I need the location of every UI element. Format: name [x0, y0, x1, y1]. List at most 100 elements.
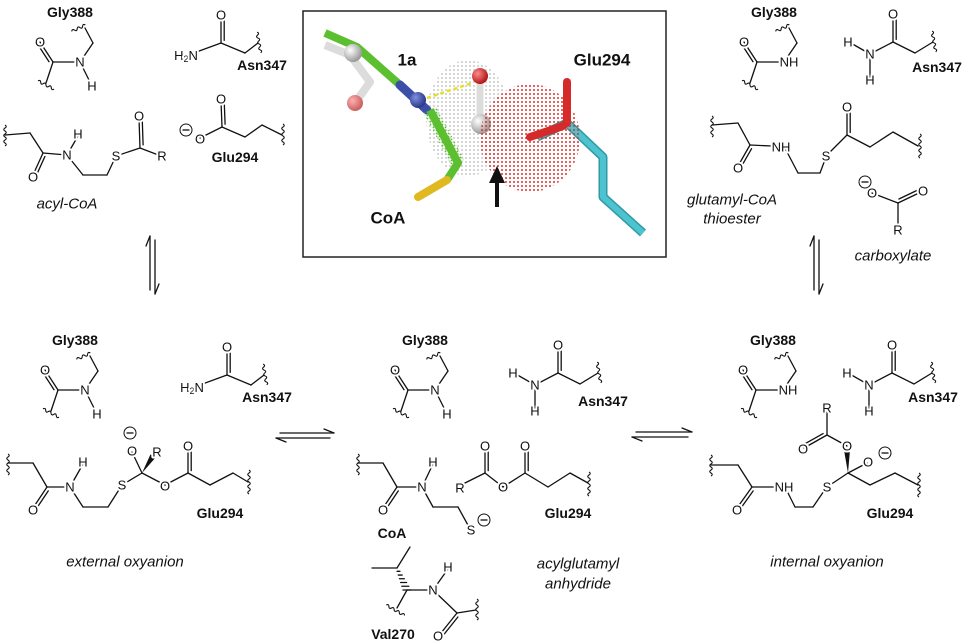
atom-label-h: H	[842, 366, 851, 381]
wavy-bond-truncation	[262, 363, 269, 386]
atom-label-o: O	[520, 439, 530, 454]
wavy-bond-truncation	[475, 598, 479, 621]
bond	[226, 374, 252, 386]
atom-label-o: O	[553, 338, 563, 353]
bond	[121, 472, 143, 486]
bond	[819, 156, 827, 174]
structure-inset-panel: 1a Glu294 CoA	[302, 10, 667, 258]
double-bond	[36, 43, 50, 63]
bond	[29, 132, 44, 154]
species-external-oxyanion: external oxyanion	[66, 554, 184, 571]
bond	[221, 126, 246, 138]
atom-label-o: O	[378, 503, 388, 518]
bond	[400, 389, 409, 412]
bond	[439, 355, 449, 372]
bond	[847, 472, 871, 486]
double-bond	[801, 432, 824, 446]
atom-label-h: H	[843, 35, 852, 50]
wedge-bond	[844, 449, 850, 473]
label-asn347: Asn347	[908, 389, 958, 405]
atom-label-o: O	[738, 363, 748, 378]
bond	[897, 191, 922, 204]
bond	[440, 612, 458, 634]
atom-label-o: O	[498, 480, 508, 495]
atom-label-o: O	[28, 170, 38, 185]
bond	[894, 472, 919, 486]
double-bond	[391, 371, 405, 391]
bond	[457, 506, 470, 528]
bond	[115, 147, 141, 157]
label-asn347: Asn347	[912, 59, 962, 75]
bond	[44, 369, 59, 391]
bond	[244, 124, 263, 138]
bond	[782, 370, 797, 391]
atom-label-o: O	[160, 479, 170, 494]
bond	[812, 487, 827, 508]
atom-label-o: O	[40, 363, 50, 378]
wavy-bond-truncation	[740, 407, 758, 419]
equilibrium-arrow-left-vertical	[145, 235, 160, 295]
bond	[737, 144, 751, 167]
bond	[847, 462, 868, 474]
atom-label-n: N	[62, 148, 71, 163]
hydrogen-bond-dashes	[426, 81, 473, 100]
atom-label-n: N	[530, 378, 539, 393]
label-glu294: Glu294	[867, 505, 914, 521]
subscript-2: 2	[183, 54, 188, 64]
bond	[32, 152, 44, 176]
bond	[89, 355, 99, 372]
bond	[106, 155, 117, 176]
label-gly388: Gly388	[751, 4, 797, 20]
atom-label-o: O	[842, 439, 852, 454]
wavy-bond-truncation	[6, 453, 10, 476]
wavy-bond-truncation	[247, 469, 251, 495]
bond	[502, 472, 526, 488]
n: N	[189, 48, 198, 63]
wavy-bond-truncation	[931, 30, 938, 53]
bond	[187, 472, 211, 486]
double-bond	[223, 100, 226, 125]
wavy-bond-truncation	[71, 23, 86, 32]
h: H	[180, 380, 189, 395]
negative-charge-icon	[123, 426, 137, 440]
bond	[4, 132, 31, 136]
bond	[69, 463, 84, 488]
negative-charge-icon	[477, 513, 491, 527]
wavy-bond-truncation	[774, 351, 789, 360]
atom-label-h: H	[78, 455, 87, 470]
bond	[785, 149, 799, 174]
bond	[432, 568, 449, 591]
wavy-bond-truncation	[76, 351, 91, 360]
atom-label-n: N	[417, 480, 426, 495]
bond	[869, 472, 896, 486]
equilibrium-arrow-left-horizontal	[275, 428, 335, 443]
double-bond	[898, 188, 921, 200]
bond	[826, 472, 849, 488]
label-glu294: Glu294	[212, 149, 259, 165]
wavy-bond-truncation	[710, 115, 714, 138]
wavy-bond-truncation	[42, 407, 60, 419]
bond	[891, 372, 915, 385]
wavy-bond-truncation	[426, 351, 441, 360]
bond	[788, 27, 798, 44]
bond-lines	[3, 15, 938, 636]
atom-label-s: S	[823, 480, 832, 495]
bond	[39, 41, 54, 63]
bond	[79, 61, 92, 85]
atom-label-h: H	[87, 79, 96, 94]
label-asn347: Asn347	[242, 389, 292, 405]
atom-label-nh: NH	[772, 140, 791, 155]
bond	[869, 131, 894, 148]
species-labels: acyl-CoA glutamyl-CoA thioester carboxyl…	[37, 192, 932, 593]
bond	[261, 124, 283, 136]
bond	[66, 135, 79, 156]
bond	[749, 144, 773, 147]
bond	[456, 609, 477, 614]
label-glu294: Glu294	[197, 505, 244, 521]
wavy-bond-truncation	[587, 471, 591, 497]
atom-label-r: R	[893, 223, 902, 238]
bond	[736, 486, 753, 509]
bond	[196, 374, 228, 387]
atom-label-o: O	[733, 161, 743, 176]
